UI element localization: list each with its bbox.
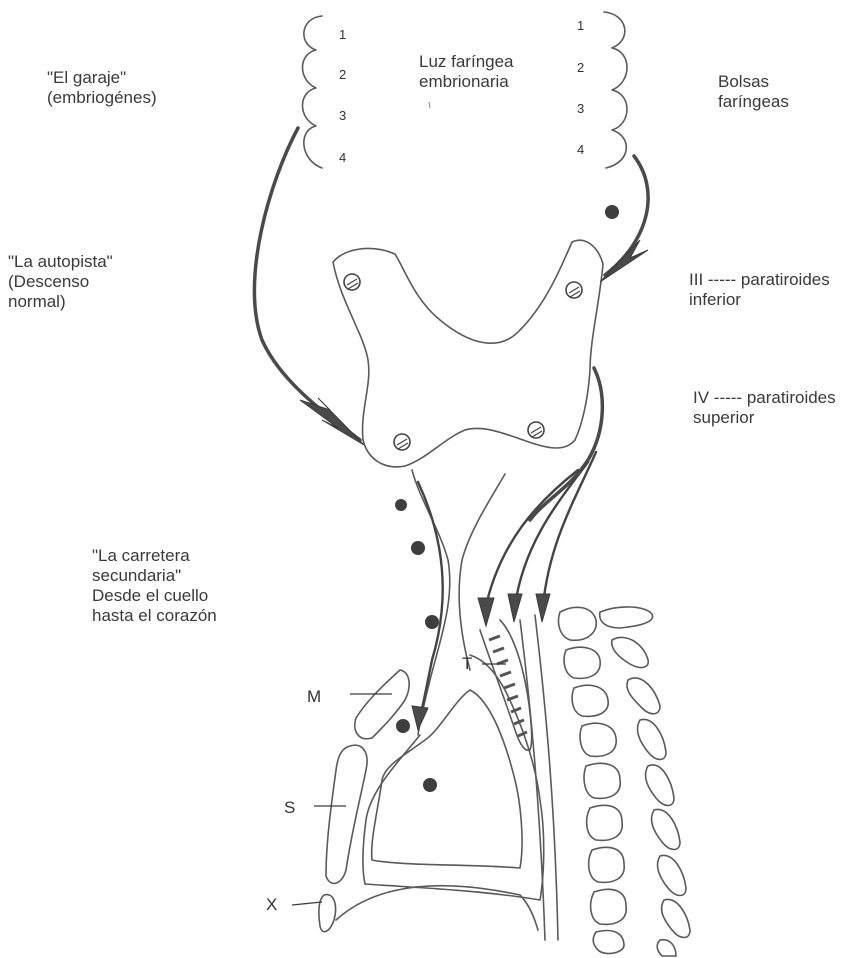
- garage-label: "El garaje" (embriogénes): [47, 68, 157, 108]
- parathyroid-glands: [344, 274, 582, 450]
- neck-right-contour: [459, 474, 505, 670]
- pharyngeal-lumen-label: Luz faríngea embrionaria: [419, 52, 514, 92]
- right-pouch-number-3: 3: [577, 101, 584, 116]
- left-pharyngeal-arches: [303, 16, 323, 168]
- right-iv-curve: [530, 368, 602, 520]
- right-pouch-number-4: 4: [577, 142, 584, 157]
- left-descent-arrowhead: [300, 398, 364, 445]
- sternum-marker-s: S: [284, 798, 295, 818]
- right-pouch-number-1: 1: [577, 18, 584, 33]
- parathyroid-iv-label: IV ----- paratiroides superior: [693, 388, 836, 428]
- vertebral-column: [558, 607, 626, 953]
- pencil-speck: [429, 102, 430, 108]
- secondary-road-label: "La carretera secundaria" Desde el cuell…: [92, 546, 217, 626]
- thyroid-gland-outline: [333, 240, 603, 467]
- left-arch-number-2: 2: [339, 67, 346, 82]
- thymus-migration-arrows: [478, 452, 596, 626]
- heart-outline: [372, 690, 522, 868]
- left-arch-number-1: 1: [339, 27, 346, 42]
- right-pouch-number-2: 2: [577, 60, 584, 75]
- right-pharyngeal-pouches: [604, 12, 627, 168]
- mediastinum-outline: [363, 655, 544, 900]
- sternum-body-shape: [326, 745, 367, 883]
- parathyroid-iii-label: III ----- paratiroides inferior: [689, 270, 830, 310]
- manubrium-marker-m: M: [307, 687, 321, 707]
- left-arch-number-3: 3: [339, 108, 346, 123]
- vessel-line-2: [535, 615, 558, 940]
- left-arch-number-4: 4: [339, 150, 346, 165]
- pharyngeal-pouches-label: Bolsas faríngeas: [718, 72, 789, 112]
- heart-descent-arrowhead: [412, 706, 428, 730]
- x-pointer-line: [292, 902, 322, 905]
- xiphoid-shape: [319, 895, 336, 932]
- highway-label: "La autopista" (Descenso normal): [8, 252, 113, 312]
- xiphoid-marker-x: X: [266, 895, 277, 915]
- ectopic-dots: [395, 205, 619, 792]
- thymus-marker-t: T: [462, 654, 472, 674]
- diaphragm-curve: [336, 886, 538, 930]
- thymus-tube: [480, 620, 532, 750]
- neck-left-contour: [412, 470, 450, 735]
- spinous-processes: [600, 607, 690, 956]
- right-iii-arrowhead: [600, 240, 648, 282]
